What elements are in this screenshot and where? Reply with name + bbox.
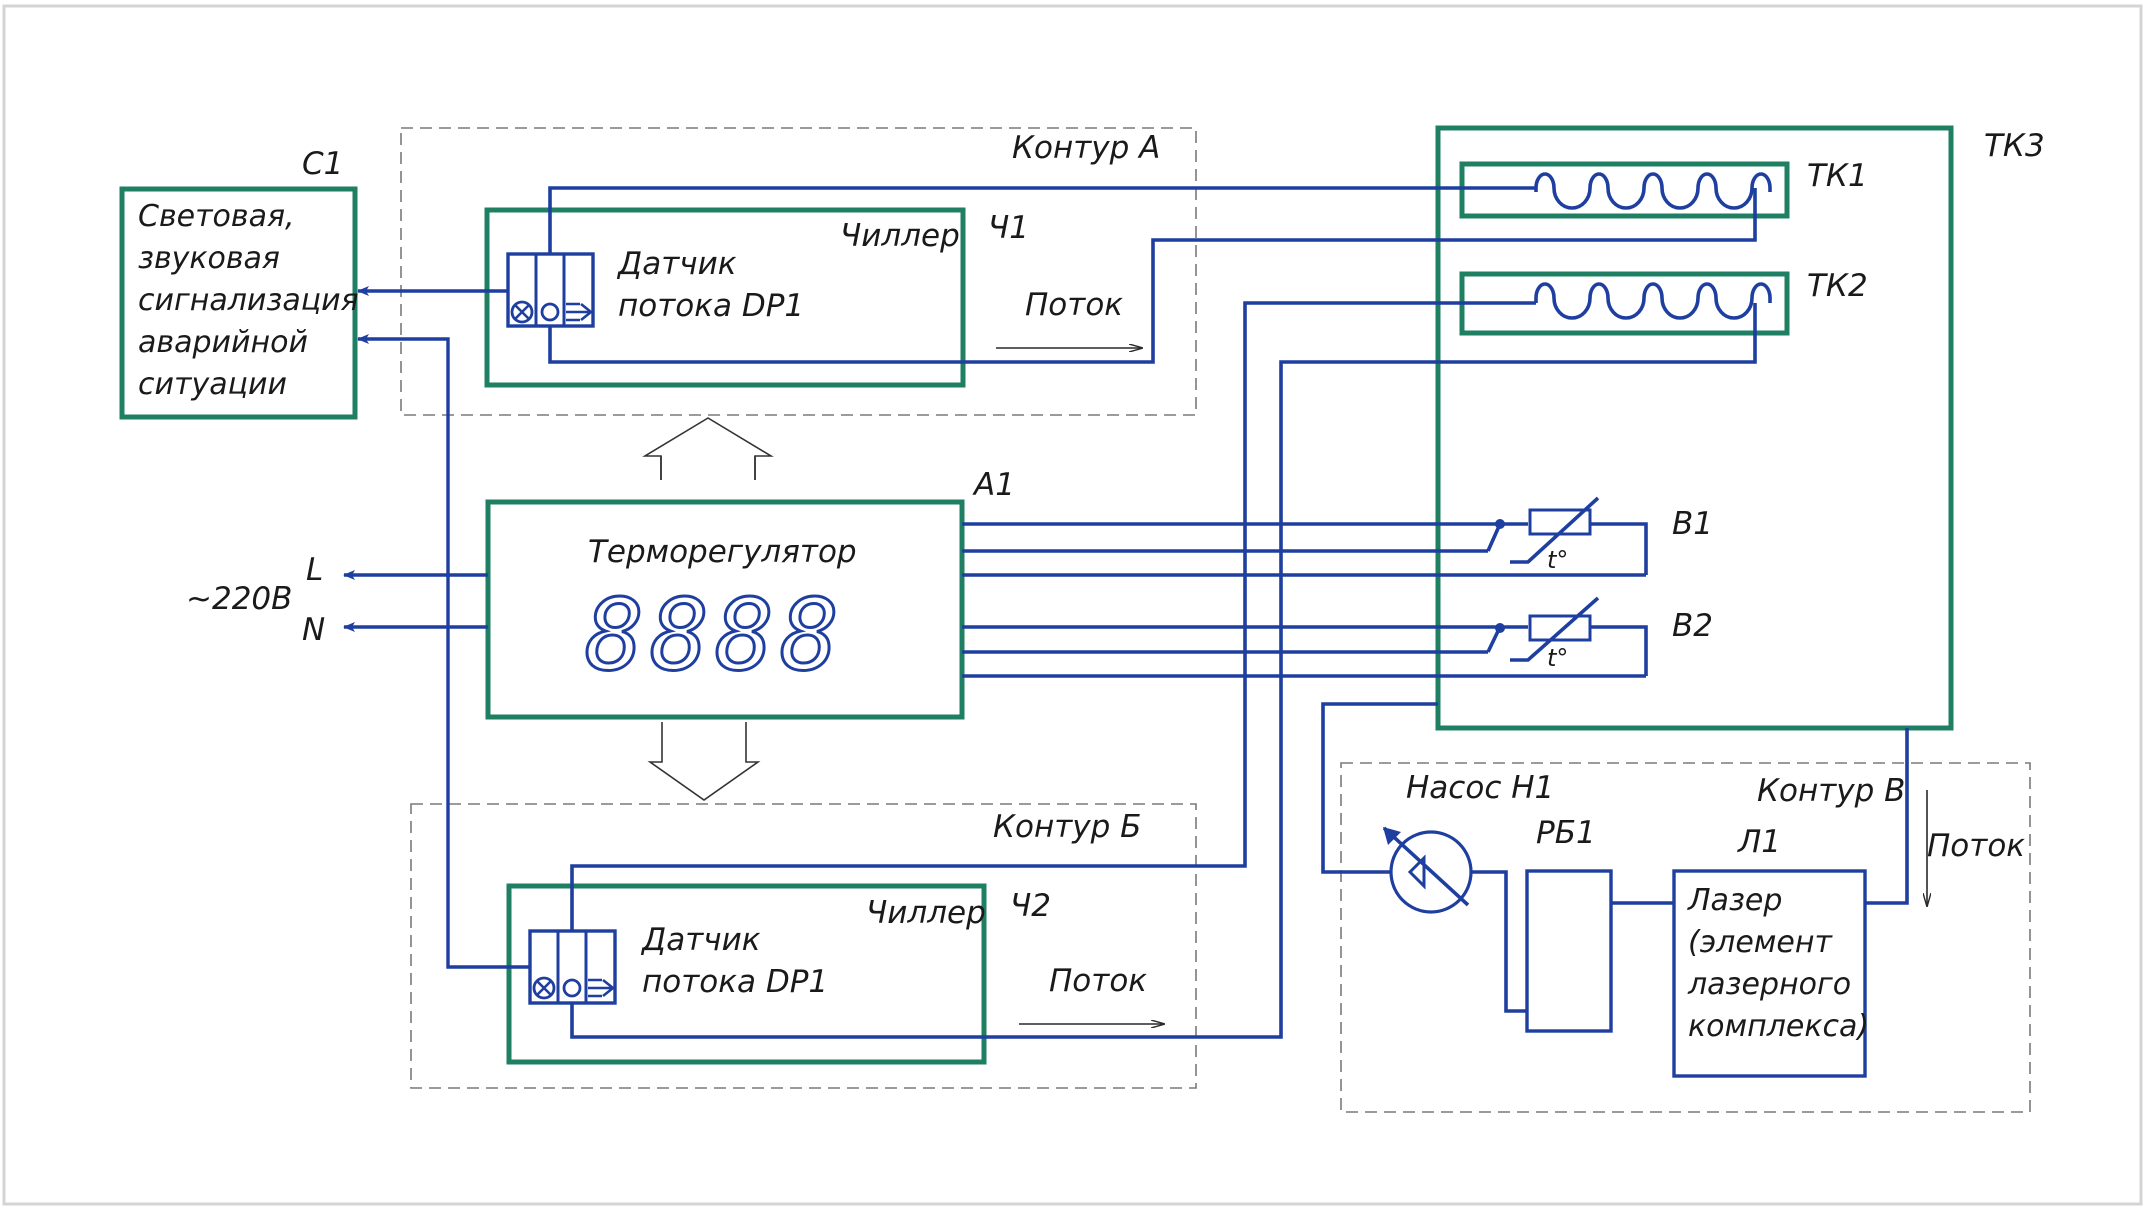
- phase-l-label: L: [306, 552, 323, 588]
- contour-v-region: Контур В: [1340, 762, 2031, 1113]
- flow-3: Поток: [1927, 790, 2025, 906]
- coil-tk1-box: [1459, 161, 1790, 219]
- laser-text-line-3: лазерного: [1687, 967, 1851, 1002]
- sensor-1-label-line-2: потока DP1: [618, 288, 804, 324]
- coil-tk1: [1534, 172, 1772, 210]
- display-value: 8888: [585, 579, 845, 693]
- pipe-chiller2-return-tk2: [570, 303, 1757, 1039]
- double-arrow-up: [642, 417, 774, 480]
- chiller-2-tag: Ч2: [1010, 888, 1051, 924]
- wiring: [357, 186, 1909, 1039]
- power-supply: L N ~220В: [186, 552, 488, 648]
- contour-b-region: Контур Б: [410, 803, 1197, 1089]
- alarm-block-c1: С1 Световая, звуковая сигнализация авари…: [119, 146, 359, 420]
- wire-sensor2-to-alarm: [357, 334, 530, 969]
- tk2-tag: ТК2: [1807, 268, 1868, 304]
- alarm-text-line-4: аварийной: [138, 325, 308, 360]
- wire-a1-b2-join: [1486, 626, 1502, 653]
- phase-n-label: N: [302, 612, 325, 648]
- flow-2-label: Поток: [1049, 963, 1147, 999]
- tk3-tag: ТК3: [1984, 128, 2045, 164]
- wire-b1-out: [1590, 522, 1648, 575]
- alarm-text-line-5: ситуации: [138, 367, 287, 402]
- pipe-laser-to-tk3: [1865, 728, 1909, 905]
- pipe-chiller1-return-tk1: [548, 188, 1757, 364]
- rb1-label: РБ1: [1536, 815, 1596, 851]
- pipe-chiller2-to-tk2: [570, 301, 1536, 931]
- double-arrow-down: [647, 722, 761, 801]
- laser-text-line-1: Лазер: [1687, 883, 1782, 918]
- laser-l1: Л1 Лазер (элемент лазерного комплекса): [1672, 824, 1869, 1078]
- c1-tag: С1: [302, 146, 343, 182]
- chiller-1-title: Чиллер: [840, 218, 960, 254]
- chiller-1-tag: Ч1: [988, 210, 1029, 246]
- pipe-tk3-to-pump: [1321, 702, 1438, 874]
- temp-symbol-b1: t°: [1547, 546, 1568, 574]
- chiller-1-block: Чиллер Ч1 Датчик потока DP1 Поток: [484, 207, 1142, 388]
- laser-text-line-2: (элемент: [1688, 925, 1834, 960]
- pump-label: Насос Н1: [1406, 770, 1554, 806]
- contour-v-label: Контур В: [1757, 773, 1905, 809]
- chiller-2-title: Чиллер: [866, 895, 986, 931]
- pump-h1: Насос Н1: [1382, 770, 1554, 914]
- voltage-label: ~220В: [186, 581, 292, 617]
- b2-tag: В2: [1672, 608, 1713, 644]
- coil-tk2: [1534, 282, 1772, 320]
- sensor-1-label-line-1: Датчик: [616, 246, 737, 282]
- b1-tag: В1: [1672, 506, 1713, 542]
- chiller-2-block: Чиллер Ч2 Датчик потока DP1 Поток: [506, 883, 1164, 1065]
- flow-3-label: Поток: [1927, 828, 2025, 864]
- wire-b2-out: [1590, 625, 1648, 676]
- thermoregulator-a1: А1 Терморегулятор 8888: [485, 467, 1015, 720]
- contour-a-label: Контур А: [1012, 130, 1160, 166]
- l1-label: Л1: [1737, 824, 1781, 860]
- alarm-text-line-1: Световая,: [138, 199, 295, 234]
- seven-segment-display: 8888: [584, 578, 845, 695]
- temp-symbol-b2: t°: [1547, 644, 1568, 672]
- alarm-text-line-2: звуковая: [138, 241, 280, 276]
- tank-rb1: РБ1: [1525, 815, 1613, 1033]
- contour-b-label: Контур Б: [993, 809, 1141, 845]
- flow-1-label: Поток: [1025, 287, 1123, 323]
- pipe-pump-to-rb1: [1471, 870, 1527, 1013]
- laser-text-line-4: комплекса): [1688, 1009, 1869, 1044]
- contour-a-region: Контур А: [400, 127, 1197, 416]
- sensor-2-label-line-1: Датчик: [640, 922, 761, 958]
- tk1-tag: ТК1: [1807, 158, 1868, 194]
- a1-tag: А1: [972, 467, 1015, 503]
- wire-a1-b1-join: [1486, 523, 1502, 552]
- thermoregulator-title: Терморегулятор: [588, 534, 857, 570]
- alarm-text-line-3: сигнализация: [138, 283, 359, 318]
- pipe-chiller1-to-tk1: [548, 186, 1536, 254]
- sensor-2-label-line-2: потока DP1: [642, 964, 828, 1000]
